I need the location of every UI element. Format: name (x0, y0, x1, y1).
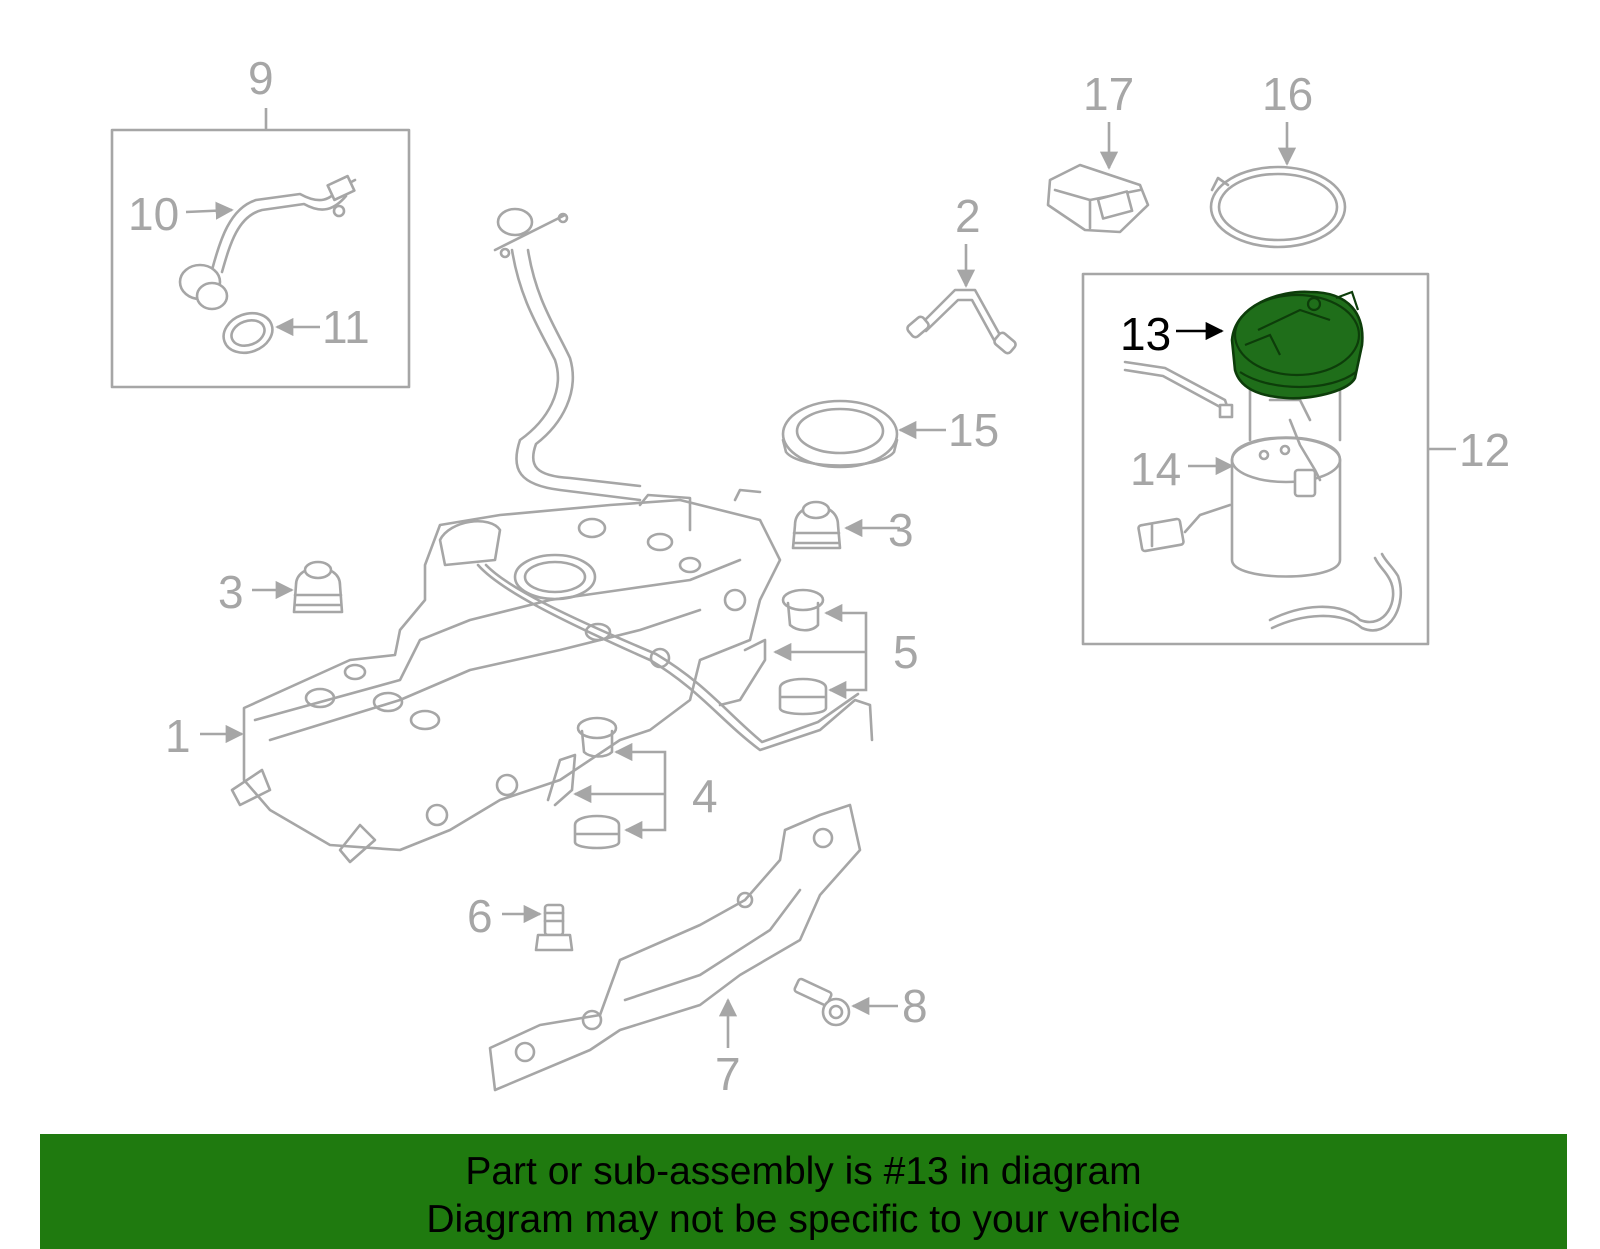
part-3-bumper-right (791, 500, 842, 550)
banner-line-2: Diagram may not be specific to your vehi… (426, 1198, 1181, 1241)
callout-8[interactable]: 8 (902, 980, 928, 1032)
part-16-lock-ring (1209, 165, 1347, 249)
callout-3-right[interactable]: 3 (888, 504, 914, 556)
callout-13[interactable]: 13 (1120, 308, 1171, 360)
callout-1[interactable]: 1 (165, 710, 191, 762)
part-2-wiring-harness (906, 288, 1017, 355)
callout-16[interactable]: 16 (1262, 68, 1313, 120)
part-4-mount-parts (546, 716, 621, 850)
part-filler-neck (493, 207, 642, 502)
subassembly-box-12 (1081, 272, 1456, 646)
part-3-bumper-left (292, 560, 344, 614)
callout-7[interactable]: 7 (715, 1048, 741, 1100)
callout-17[interactable]: 17 (1083, 68, 1134, 120)
part-6-bolt (534, 903, 574, 952)
callout-12[interactable]: 12 (1459, 424, 1510, 476)
part-13-pump-flange-highlighted[interactable] (1230, 290, 1364, 400)
callout-4[interactable]: 4 (692, 770, 718, 822)
subassembly-box-9: 9 (110, 52, 411, 389)
banner-line-1: Part or sub-assembly is #13 in diagram (465, 1150, 1142, 1193)
part-17-sensor (1046, 163, 1150, 234)
callout-9[interactable]: 9 (248, 52, 274, 104)
part-8-bolt (793, 977, 851, 1027)
callout-2[interactable]: 2 (955, 190, 981, 242)
part-11-o-ring (222, 311, 274, 355)
info-banner: Part or sub-assembly is #13 in diagram D… (40, 1134, 1567, 1249)
callout-11[interactable]: 11 (322, 301, 370, 353)
callout-3-left[interactable]: 3 (218, 566, 244, 618)
callout-5[interactable]: 5 (893, 626, 919, 678)
part-14-pump-assembly (1123, 360, 1403, 632)
part-1-fuel-tank (230, 488, 874, 864)
part-5-mount-parts (718, 588, 828, 716)
part-7-heat-shield (488, 803, 862, 1092)
callout-14[interactable]: 14 (1130, 443, 1181, 495)
callout-10[interactable]: 10 (128, 188, 179, 240)
callout-15[interactable]: 15 (948, 404, 999, 456)
callout-6[interactable]: 6 (467, 890, 493, 942)
part-10-vent-hose (178, 174, 357, 311)
part-15-seal-ring (781, 399, 899, 469)
